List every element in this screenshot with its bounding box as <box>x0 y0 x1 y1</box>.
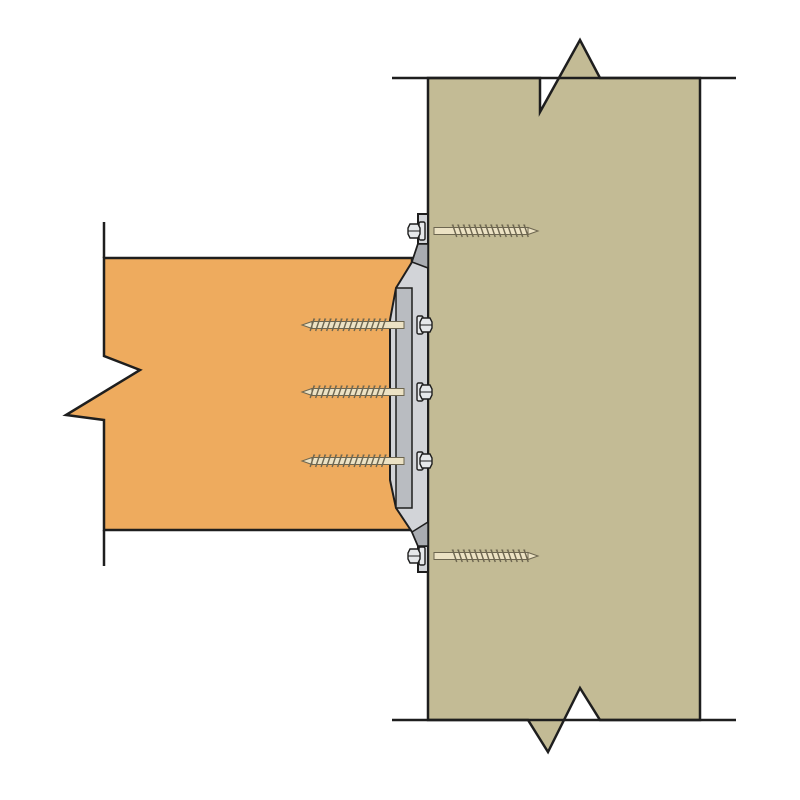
post-screw-2 <box>407 546 540 566</box>
post-body <box>426 37 702 755</box>
screws-group <box>300 221 540 566</box>
bracket-bottom-flange <box>411 520 429 547</box>
bracket-top-flange <box>411 243 429 270</box>
post-screw-1 <box>407 221 540 241</box>
beam-screw-1 <box>300 315 433 335</box>
beam-screw-2 <box>300 382 433 402</box>
beam-screw-3 <box>300 451 433 471</box>
post-icon <box>392 37 736 755</box>
bracket-front-face <box>395 287 413 509</box>
